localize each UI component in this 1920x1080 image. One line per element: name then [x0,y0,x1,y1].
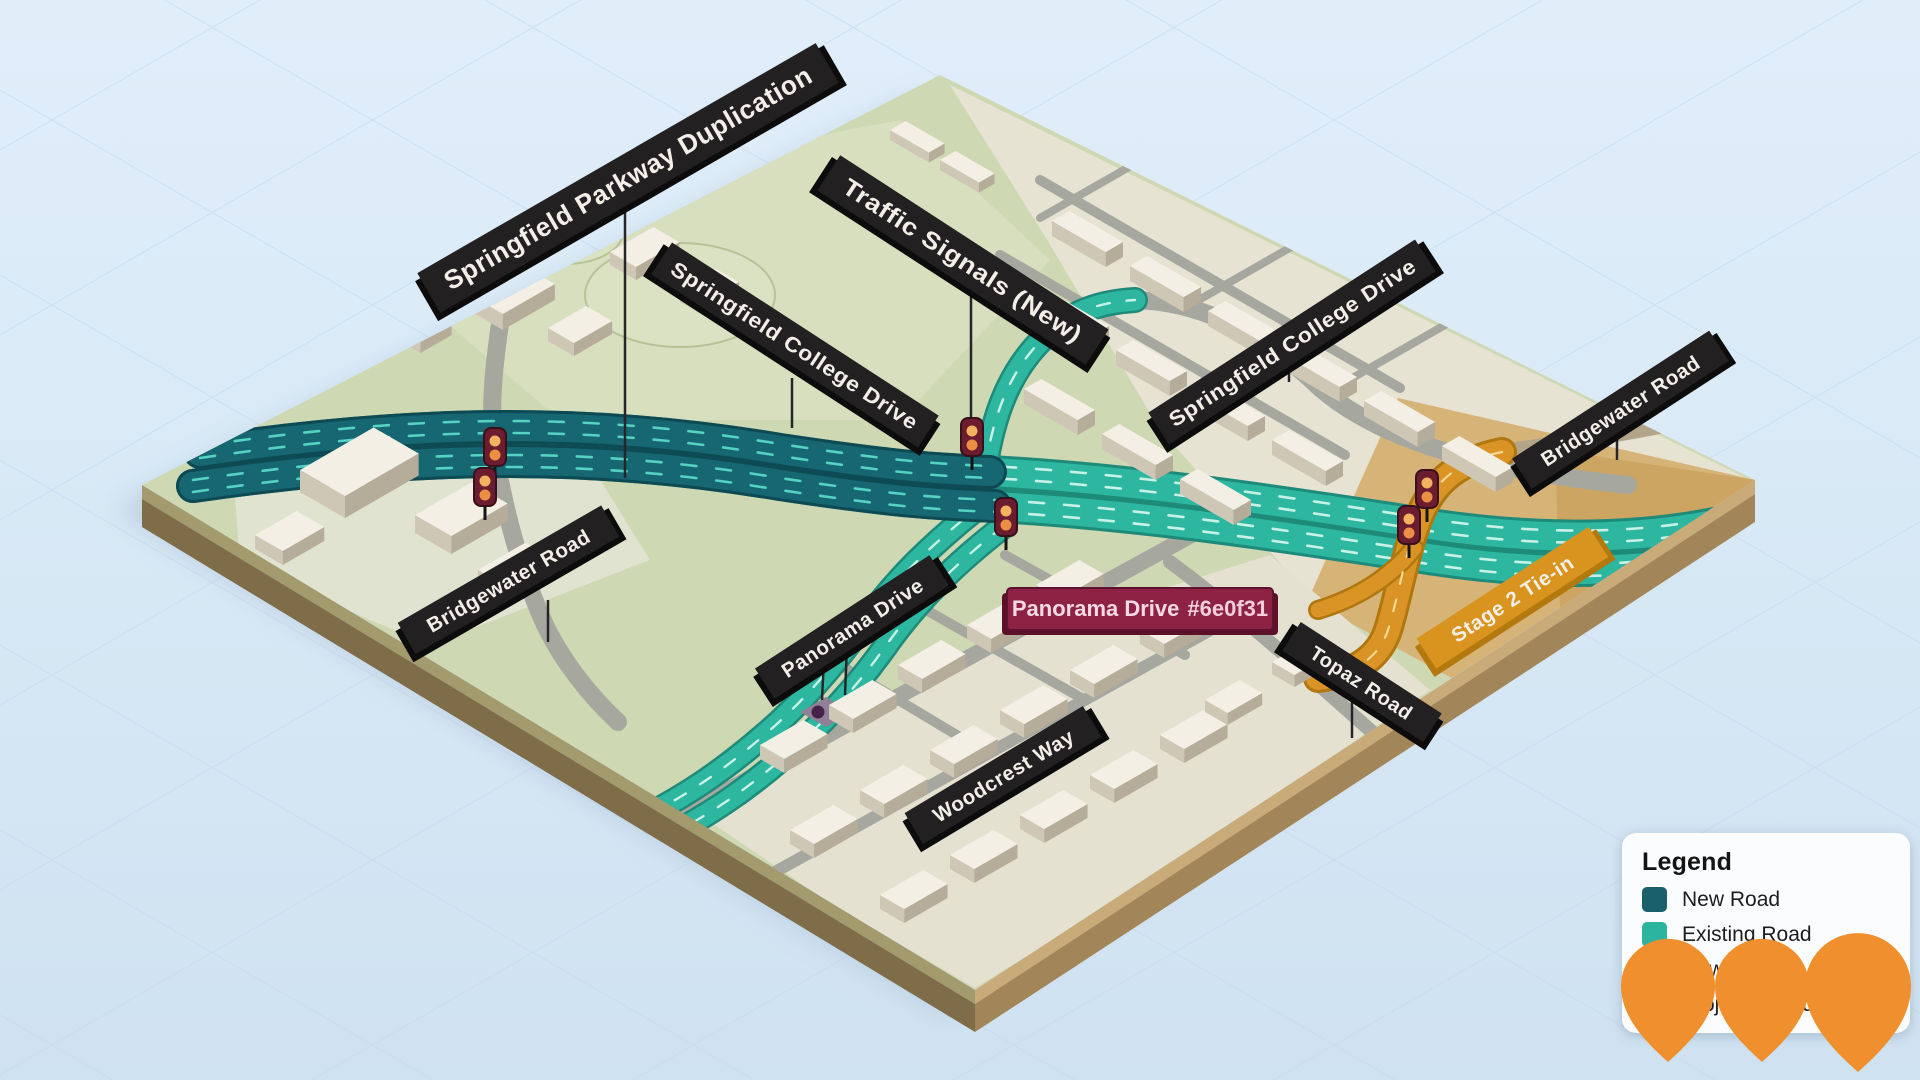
map-pin[interactable] [1805,933,1911,1072]
map-slab-sides [142,480,1755,1032]
panorama-drive-badge: Panorama Drive#6e0f31 [1002,587,1278,635]
svg-text:Panorama Drive#6e0f31: Panorama Drive#6e0f31 [1012,596,1268,621]
legend-item-new-road: New Road [1642,887,1890,912]
new-road-swatch [1642,887,1667,912]
traffic-signal [483,427,507,480]
traffic-signal [1397,505,1421,558]
traffic-signal [994,497,1018,550]
traffic-signals [473,417,1439,558]
traffic-signal [1415,469,1439,522]
traffic-signal [473,467,497,520]
map-pin[interactable] [1621,938,1715,1062]
traffic-signal [960,417,984,470]
map-pin[interactable] [1715,938,1809,1062]
legend-title: Legend [1642,848,1733,876]
